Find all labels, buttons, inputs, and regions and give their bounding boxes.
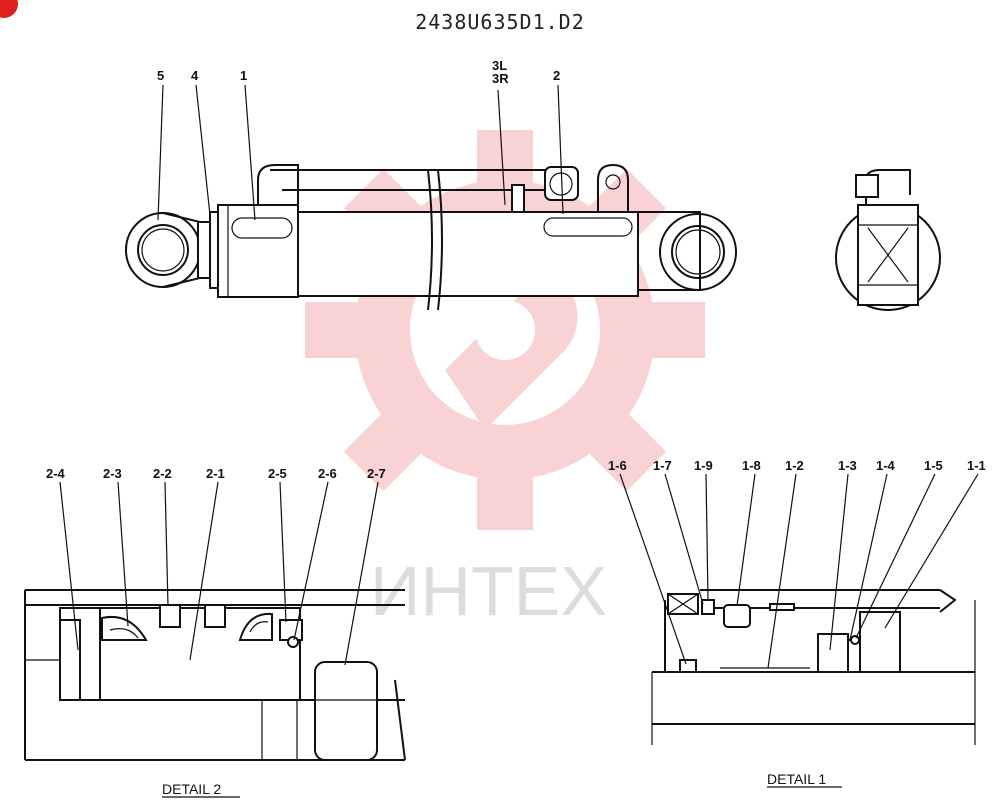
cylinder-head — [217, 204, 299, 298]
callout-1: 1 — [240, 68, 247, 83]
piston-nut — [314, 661, 378, 761]
callout-1-7: 1-7 — [653, 458, 672, 473]
detail-1-drawing — [651, 589, 976, 745]
callout-2-3: 2-3 — [103, 466, 122, 481]
callout-2-5: 2-5 — [268, 466, 287, 481]
callout-2: 2 — [553, 68, 560, 83]
cylinder-barrel — [297, 211, 639, 297]
callout-3l: 3L — [492, 58, 507, 73]
corner-badge — [0, 0, 18, 18]
cylinder-main-view — [125, 163, 737, 311]
detail-2-leaders — [59, 481, 379, 666]
callout-1-9: 1-9 — [694, 458, 713, 473]
callout-4: 4 — [191, 68, 199, 83]
rod-eye-right — [659, 213, 737, 291]
watermark-text: ИНТЕХ — [370, 552, 607, 630]
callout-2-1: 2-1 — [206, 466, 225, 481]
callout-1-8: 1-8 — [742, 458, 761, 473]
cylinder-side-view — [835, 169, 941, 311]
callout-1-2: 1-2 — [785, 458, 804, 473]
main-view-leaders — [157, 84, 564, 221]
detail-2-caption: DETAIL 2 — [162, 781, 221, 797]
callout-1-5: 1-5 — [924, 458, 943, 473]
callout-1-3: 1-3 — [838, 458, 857, 473]
detail-1-caption: DETAIL 1 — [767, 771, 826, 787]
callout-2-6: 2-6 — [318, 466, 337, 481]
callout-5: 5 — [157, 68, 164, 83]
detail-1-leaders — [619, 473, 979, 669]
callout-2-4: 2-4 — [46, 466, 66, 481]
callout-2-2: 2-2 — [153, 466, 172, 481]
callout-3r: 3R — [492, 71, 509, 86]
callout-1-6: 1-6 — [608, 458, 627, 473]
callout-2-7: 2-7 — [367, 466, 386, 481]
callout-1-1: 1-1 — [967, 458, 986, 473]
drawing-title: 2438U635D1.D2 — [415, 10, 585, 34]
callout-1-4: 1-4 — [876, 458, 896, 473]
detail-2-drawing — [24, 589, 406, 761]
